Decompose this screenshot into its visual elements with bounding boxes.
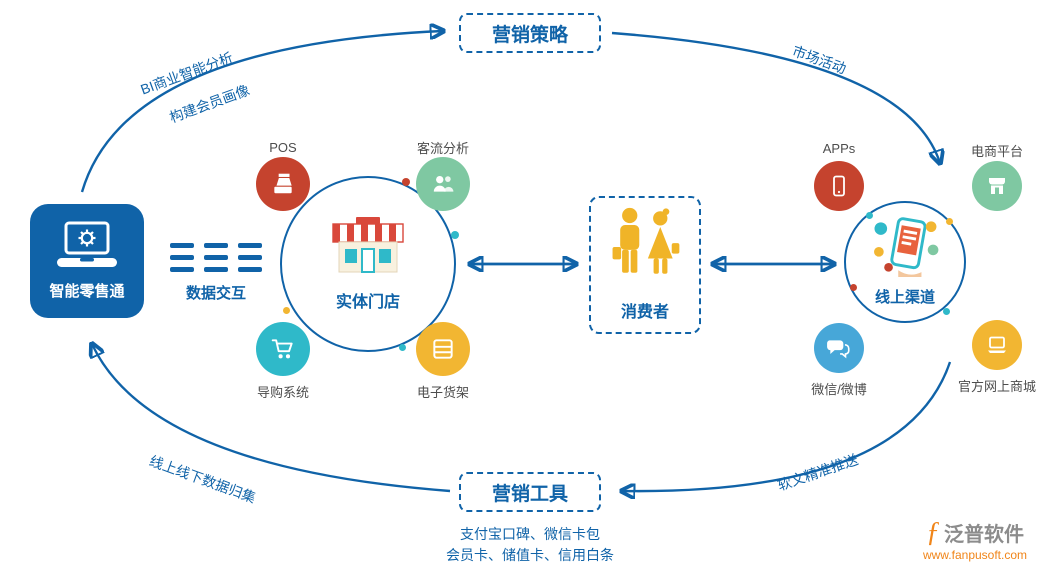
storefront-icon [325, 216, 411, 280]
cash-register-icon [274, 173, 292, 194]
smart-retail-label: 智能零售通 [49, 283, 125, 300]
shelf-icon [433, 339, 453, 359]
marketing-tools-label: 营销工具 [491, 483, 568, 505]
laptop-icon [988, 336, 1006, 353]
decor-dot [451, 231, 459, 239]
people-icon [433, 175, 454, 192]
e-shelf-circle [416, 322, 470, 376]
apps-label: APPs [822, 141, 856, 156]
smart-retail-node: 智能零售通 [30, 204, 144, 318]
marketing-tools-box: 营销工具 [459, 472, 601, 512]
pos-label: POS [269, 140, 297, 155]
traffic-analysis-circle [416, 157, 470, 211]
phone-in-hand-icon [869, 217, 941, 282]
ecommerce-platform-circle [972, 161, 1022, 211]
consumers-icon [603, 203, 687, 296]
logo-name: 泛普软件 [944, 524, 1024, 546]
laptop-gear-icon [54, 221, 120, 276]
decor-dot [399, 344, 406, 351]
official-mall-circle [972, 320, 1022, 370]
chat-bubbles-icon [827, 340, 850, 359]
decor-dot [283, 307, 290, 314]
guide-system-label: 导购系统 [256, 385, 309, 400]
storefront-icon [989, 178, 1005, 194]
decor-dot [946, 218, 953, 225]
mobile-phone-icon [833, 175, 845, 197]
guide-system-circle [256, 322, 310, 376]
wechat-weibo-label: 微信/微博 [811, 382, 867, 397]
pos-circle [256, 157, 310, 211]
ecommerce-platform-label: 电商平台 [970, 144, 1023, 159]
marketing-tools-notes: 支付宝口碑、微信卡包 会员卡、储值卡、信用白条 [375, 524, 685, 566]
tools-note-line-2: 会员卡、储值卡、信用白条 [446, 547, 614, 563]
marketing-strategy-box: 营销策略 [459, 13, 601, 53]
logo-url: www.fanpusoft.com [922, 548, 1028, 562]
traffic-analysis-label: 客流分析 [416, 141, 469, 156]
physical-store-label: 实体门店 [335, 293, 400, 311]
decor-dot [866, 212, 873, 219]
online-channel-label: 线上渠道 [874, 289, 935, 306]
e-shelf-label: 电子货架 [416, 385, 469, 400]
data-exchange: 数据交互 [166, 243, 266, 303]
marketing-strategy-label: 营销策略 [491, 24, 568, 46]
vendor-logo: ƒ 泛普软件 www.fanpusoft.com [905, 518, 1045, 562]
decor-dot [402, 178, 410, 186]
data-bars-icon [166, 243, 266, 272]
data-exchange-label: 数据交互 [185, 285, 246, 302]
consumer-label: 消费者 [620, 304, 669, 321]
decor-dot [850, 284, 857, 291]
logo-mark-icon: ƒ [926, 516, 940, 548]
online-channel-node: 线上渠道 [844, 201, 966, 323]
tools-note-line-1: 支付宝口碑、微信卡包 [460, 526, 600, 542]
decor-dot [943, 308, 950, 315]
cart-icon [271, 339, 293, 359]
physical-store-node: 实体门店 [280, 176, 456, 352]
apps-circle [814, 161, 864, 211]
wechat-weibo-circle [814, 323, 864, 373]
official-mall-label: 官方网上商城 [957, 379, 1036, 394]
consumer-node: 消费者 [589, 196, 701, 334]
